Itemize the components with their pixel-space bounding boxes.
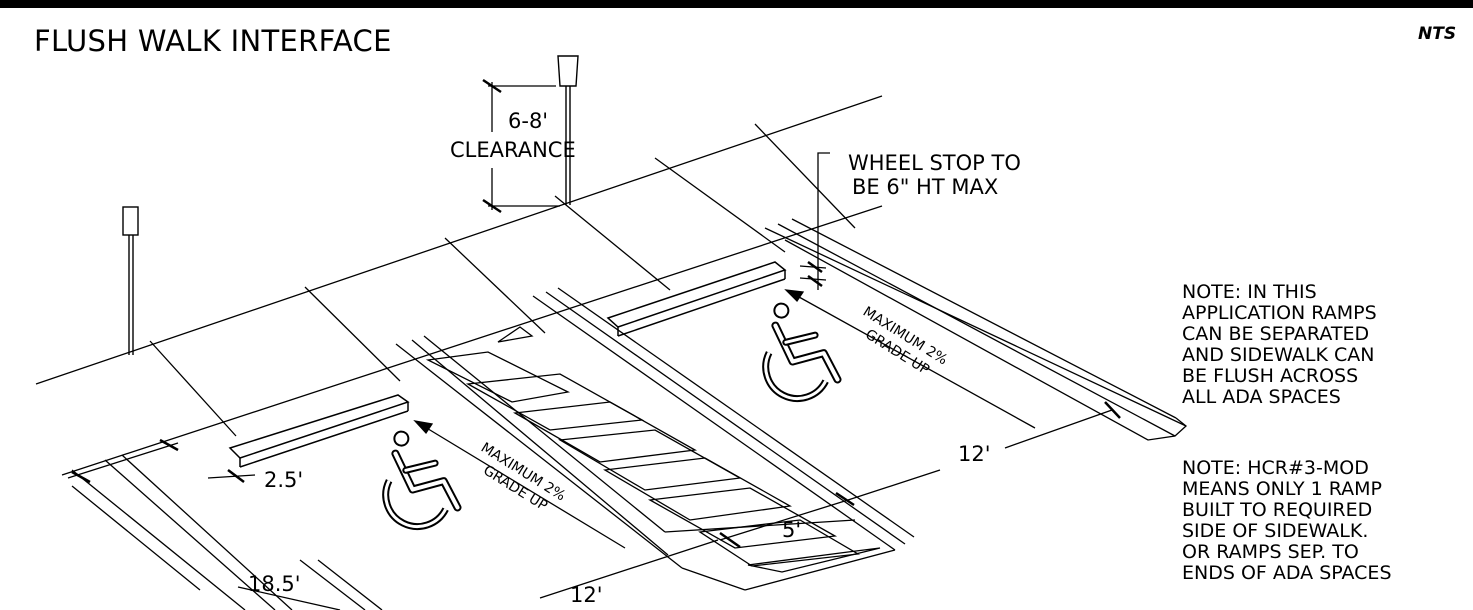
note-hcr3-mod: NOTE: HCR#3-MOD MEANS ONLY 1 RAMP BUILT … — [1182, 457, 1392, 584]
clearance-label: CLEARANCE — [450, 138, 576, 162]
dim-stall-width-right: 12' — [958, 442, 991, 466]
grade-arrow-right — [784, 289, 1036, 429]
scale-note: NTS — [1418, 24, 1457, 44]
wheel-stop-callout — [799, 152, 830, 290]
sign-post-left — [122, 206, 139, 355]
drawing-title: FLUSH WALK INTERFACE — [34, 24, 392, 58]
dimension-lines — [67, 401, 1121, 610]
clearance-dimension — [482, 78, 560, 214]
note-ramps-separated: NOTE: IN THIS APPLICATION RAMPS CAN BE S… — [1182, 281, 1377, 408]
dim-stall-depth: 18.5' — [248, 572, 301, 596]
wheel-stop-note-line2: BE 6" HT MAX — [852, 175, 998, 199]
dim-aisle-width: 5' — [782, 518, 801, 542]
access-aisle-hatch — [425, 326, 881, 573]
grade-label-right: MAXIMUM 2% GRADE UP — [860, 304, 950, 379]
sidewalk — [35, 95, 883, 476]
sign-post-right — [557, 55, 579, 205]
wheel-stop-note-line1: WHEEL STOP TO — [848, 151, 1021, 175]
wheel-stop-left — [228, 394, 410, 468]
stall-striping — [71, 218, 1188, 610]
grade-arrow-left — [413, 420, 626, 549]
sheet-border-top — [0, 0, 1473, 8]
grade-label-left: MAXIMUM 2% GRADE UP — [478, 440, 568, 515]
wheel-stop-right — [606, 261, 787, 337]
dim-stall-width-left: 12' — [570, 583, 603, 607]
clearance-value: 6-8' — [508, 109, 548, 133]
dim-wheel-stop-setback: 2.5' — [264, 468, 303, 492]
